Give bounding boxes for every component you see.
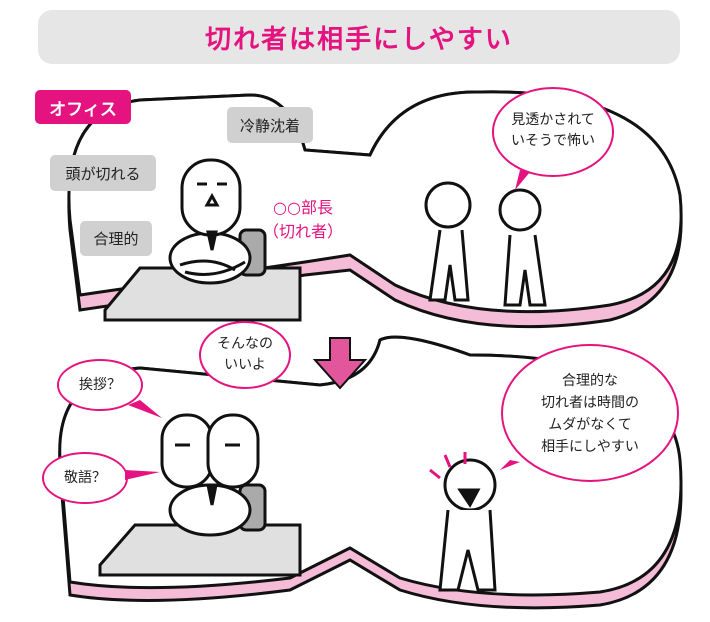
- happy-subordinate: [429, 452, 497, 592]
- boss-title: ○○部長: [273, 198, 333, 217]
- bubble-line: そんなの: [217, 336, 273, 352]
- bubble-line: 切れ者は時間の: [541, 395, 639, 411]
- office-tag: オフィス: [35, 90, 131, 124]
- speech-bubble-greeting: [57, 359, 143, 411]
- speech-bubble-boss: [199, 321, 291, 389]
- boss-character: [168, 158, 267, 285]
- bubble-line: いそうで怖い: [511, 133, 595, 149]
- down-arrow-icon: [312, 337, 368, 390]
- page-title: 切れ者は相手にしやすい: [38, 10, 680, 64]
- label-rational: 合理的: [80, 221, 152, 256]
- bubble-line: 合理的な: [562, 373, 618, 389]
- bubble-line: ムダがなくて: [548, 417, 632, 433]
- bubble-line: いいよ: [224, 357, 266, 373]
- greeting-question: 挨拶？: [79, 377, 121, 393]
- label-sharp: 頭が切れる: [50, 155, 156, 191]
- worried-subordinates: [424, 181, 547, 307]
- speech-bubble-top-right: [492, 87, 614, 177]
- label-calm: 冷静沈着: [227, 107, 313, 143]
- boss-bubble-text: そんなの いいよ: [200, 334, 290, 376]
- boss-label: ○○部長 （切れ者）: [262, 196, 344, 244]
- top-right-bubble-text: 見透かされて いそうで怖い: [493, 110, 613, 152]
- desk: [98, 266, 302, 577]
- bubble-line: 見透かされて: [511, 112, 595, 128]
- honorific-question: 敬語？: [64, 470, 106, 486]
- speech-bubble-bottom-right: [501, 344, 679, 482]
- bubble-line: 相手にしやすい: [541, 439, 639, 455]
- boss-character-two-faces: [160, 413, 267, 537]
- bottom-right-bubble-text: 合理的な 切れ者は時間の ムダがなくて 相手にしやすい: [510, 370, 670, 458]
- boss-descriptor: （切れ者）: [262, 222, 343, 241]
